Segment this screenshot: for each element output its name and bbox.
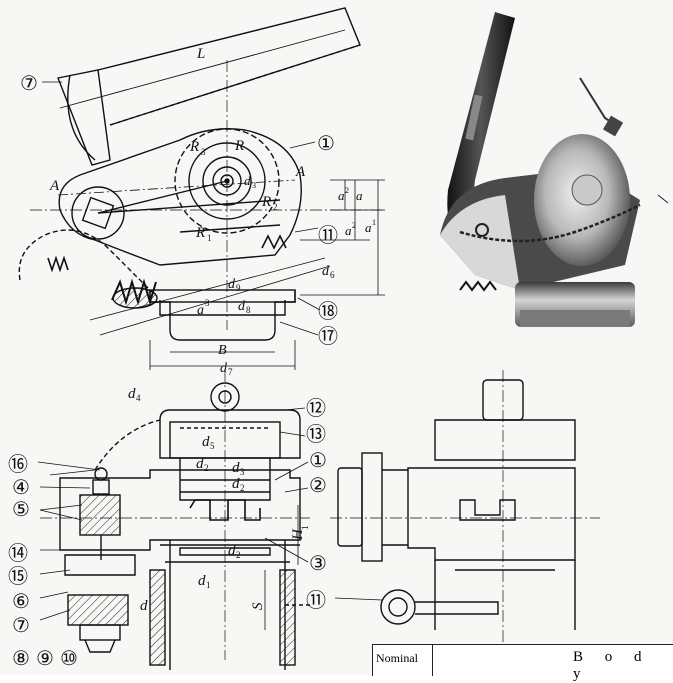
part-13: ⑬ bbox=[306, 423, 326, 446]
top-section-view bbox=[18, 7, 385, 370]
label-R2-sub: 2 bbox=[273, 202, 278, 212]
label-d1: d bbox=[198, 573, 206, 589]
label-d2-a-sub: 2 bbox=[204, 463, 209, 473]
label-R3-sub: 3 bbox=[201, 147, 206, 157]
part-10: ⑩ bbox=[60, 648, 78, 670]
label-H1: H bbox=[290, 528, 306, 541]
side-view bbox=[330, 370, 600, 660]
part-17-top: ⑰ bbox=[318, 325, 338, 348]
label-A-left: A bbox=[49, 178, 60, 194]
bottom-section-labels: ⑯ ④ ⑤ ⑭ ⑮ ⑥ ⑦ ⑧ ⑨ ⑩ ⑫ ⑬ ① ② ③ ⑪ d 4 d 5 … bbox=[8, 386, 327, 670]
dimension-L: L bbox=[196, 46, 205, 62]
label-d4-sub: 4 bbox=[136, 393, 141, 403]
label-H1-sub: 1 bbox=[300, 526, 310, 531]
label-d9: d bbox=[228, 277, 236, 292]
label-R2: R bbox=[261, 194, 271, 210]
label-d2-b-sub: 2 bbox=[240, 483, 245, 493]
label-d6: d bbox=[322, 264, 330, 279]
label-d3-top-sub: 3 bbox=[252, 181, 256, 190]
part-14: ⑭ bbox=[8, 542, 28, 565]
part-11-top: ⑪ bbox=[318, 224, 338, 247]
label-a1: a bbox=[365, 220, 372, 235]
label-R1-sub: 1 bbox=[207, 233, 212, 243]
part-4: ④ bbox=[12, 477, 30, 499]
top-section-labels: L ⑦ ① ⑪ ⑱ ⑰ R R 3 d 3 R 2 R 1 A A a 2 a … bbox=[20, 46, 376, 377]
label-d: d bbox=[140, 598, 148, 614]
label-d7: d bbox=[220, 361, 228, 376]
label-a3: a bbox=[197, 303, 204, 318]
label-a2-top-sup: 2 bbox=[345, 186, 349, 195]
part-8: ⑧ bbox=[12, 648, 30, 670]
label-d2-c-sub: 2 bbox=[236, 550, 241, 560]
label-S: S bbox=[250, 602, 266, 610]
label-a3-sup: 3 bbox=[205, 298, 210, 308]
label-a2-top: a bbox=[338, 188, 345, 203]
label-B: B bbox=[218, 343, 227, 358]
table-col-nominal: Nominal bbox=[373, 645, 433, 676]
label-A-right: A bbox=[295, 164, 306, 180]
label-d8: d bbox=[238, 299, 246, 314]
part-11-bottom: ⑪ bbox=[306, 589, 326, 612]
label-d2-b: d bbox=[232, 476, 240, 492]
specification-table-header: Nominal B o d y bbox=[372, 644, 673, 682]
label-R1: R bbox=[195, 225, 205, 241]
part-16: ⑯ bbox=[8, 453, 28, 476]
part-18-top: ⑱ bbox=[318, 300, 338, 323]
part-7-top: ⑦ bbox=[20, 73, 38, 95]
table-col-body: B o d y bbox=[573, 649, 651, 682]
part-5: ⑤ bbox=[12, 499, 30, 521]
label-a2-mid-sup: 2 bbox=[352, 221, 356, 230]
label-d3-bottom: d bbox=[232, 460, 240, 476]
part-2: ② bbox=[309, 475, 327, 497]
label-d3-bottom-sub: 3 bbox=[240, 467, 245, 477]
part-15: ⑮ bbox=[8, 565, 28, 588]
label-d5: d bbox=[202, 434, 210, 450]
bottom-section-view bbox=[37, 370, 310, 670]
part-1-bottom: ① bbox=[309, 450, 327, 472]
part-9: ⑨ bbox=[36, 648, 54, 670]
part-3: ③ bbox=[309, 553, 327, 575]
label-d9-sub: 9 bbox=[236, 283, 241, 293]
part-7-bottom: ⑦ bbox=[12, 615, 30, 637]
label-a2-mid: a bbox=[345, 223, 352, 238]
label-a: a bbox=[356, 188, 363, 203]
label-d1-sub: 1 bbox=[206, 580, 211, 590]
label-d3-top: d bbox=[244, 173, 251, 188]
part-1-top: ① bbox=[317, 133, 335, 155]
label-d7-sub: 7 bbox=[228, 367, 233, 377]
label-d6-sub: 6 bbox=[330, 270, 335, 280]
label-d2-a: d bbox=[196, 456, 204, 472]
label-R3: R bbox=[189, 139, 199, 155]
label-d2-c: d bbox=[228, 543, 236, 559]
part-12: ⑫ bbox=[306, 397, 326, 420]
part-6: ⑥ bbox=[12, 591, 30, 613]
coupling-photo bbox=[440, 12, 669, 327]
label-d5-sub: 5 bbox=[210, 441, 215, 451]
label-a1-sup: 1 bbox=[372, 218, 376, 227]
label-d4: d bbox=[128, 386, 136, 402]
label-d8-sub: 8 bbox=[246, 305, 251, 315]
label-R: R bbox=[234, 138, 244, 154]
